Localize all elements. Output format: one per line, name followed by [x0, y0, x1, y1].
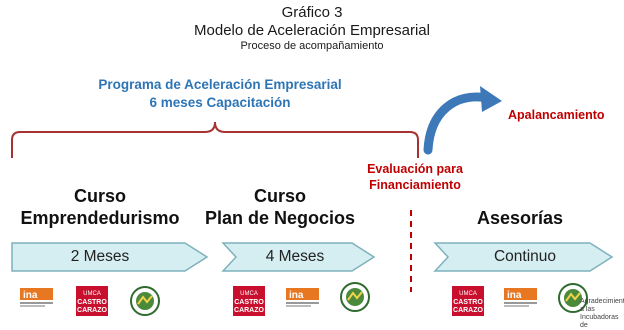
svg-text:UMCA: UMCA [83, 291, 101, 297]
stage-1-arrow [11, 242, 209, 272]
program-bracket [11, 121, 419, 158]
stage-2-duration: 4 Meses [265, 248, 325, 265]
seal-logo-icon [558, 283, 588, 313]
chart-title: Gráfico 3 [281, 4, 343, 21]
inta-logo-icon: ina [20, 288, 53, 307]
svg-text:CASTRO: CASTRO [234, 299, 264, 306]
svg-text:UMCA: UMCA [240, 291, 258, 297]
stage-1-subtitle: Emprendedurismo [20, 208, 180, 228]
stage-2-subtitle: Plan de Negocios [204, 208, 356, 228]
seal-logo-icon [130, 286, 160, 316]
svg-text:ina: ina [23, 290, 38, 301]
evaluation-line1: Evaluación para [367, 162, 463, 176]
stage-3-title: Asesorías [476, 208, 564, 228]
evaluation-line2: Financiamiento [369, 178, 461, 192]
svg-text:ina: ina [507, 290, 522, 301]
leverage-label: Apalancamiento [508, 108, 605, 122]
svg-text:UMCA: UMCA [459, 291, 477, 297]
stage-2-title: Curso [253, 186, 306, 206]
castro-carazo-logo-icon: UMCA CASTRO CARAZO [233, 286, 265, 316]
footnote-text: Agradecimiento a las Incubadoras de [580, 298, 624, 330]
stage-1-duration: 2 Meses [70, 248, 130, 265]
curve-arrow-icon [423, 92, 493, 155]
svg-text:CARAZO: CARAZO [234, 307, 264, 314]
footnote-line1: Agradecimiento [580, 298, 624, 305]
castro-carazo-logo-icon: UMCA CASTRO CARAZO [76, 286, 108, 316]
stage-3-duration: Continuo [493, 248, 557, 265]
svg-text:CARAZO: CARAZO [77, 307, 107, 314]
svg-text:CASTRO: CASTRO [453, 299, 483, 306]
stage-3-arrow [433, 242, 614, 272]
program-title: Programa de Aceleración Empresarial [98, 77, 342, 92]
svg-text:CASTRO: CASTRO [77, 299, 107, 306]
stage-2-arrow [221, 242, 376, 272]
inta-logo-icon: ina [286, 288, 319, 307]
svg-text:ina: ina [289, 290, 304, 301]
program-duration: 6 meses Capacitación [149, 95, 291, 110]
chart-caption: Proceso de acompañamiento [240, 40, 384, 52]
seal-logo-icon [340, 282, 370, 312]
castro-carazo-logo-icon: UMCA CASTRO CARAZO [452, 286, 484, 316]
diagram-graphics [11, 86, 614, 292]
stage-1-title: Curso [73, 186, 126, 206]
footnote-line2: a las Incubadoras de [580, 306, 619, 329]
chart-subtitle: Modelo de Aceleración Empresarial [194, 22, 430, 39]
inta-logo-icon: ina [504, 288, 537, 307]
svg-text:CARAZO: CARAZO [453, 307, 483, 314]
curve-arrowhead-icon [480, 86, 502, 112]
